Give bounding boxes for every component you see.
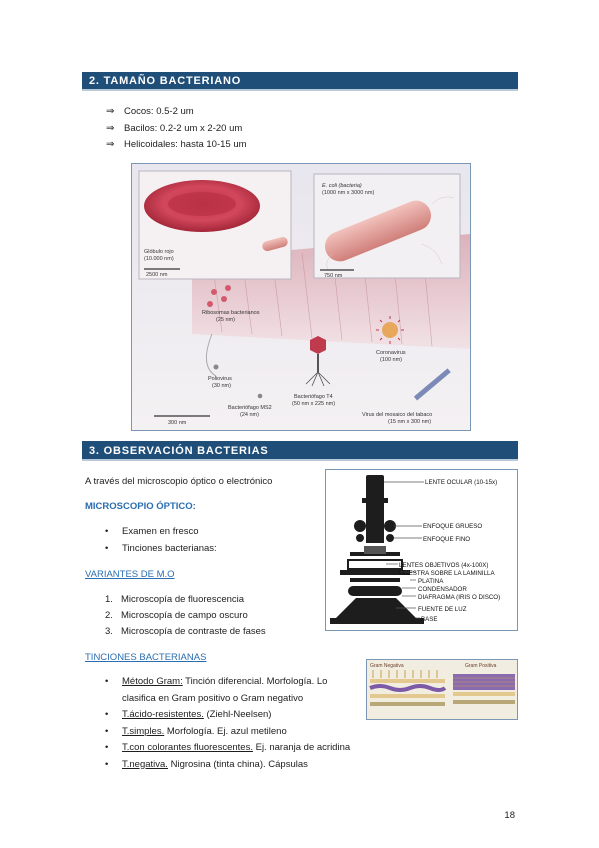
scale-3: 300 nm <box>168 420 187 426</box>
bullet-icon: • <box>105 676 109 687</box>
optico-heading: MICROSCOPIO ÓPTICO: <box>85 501 196 512</box>
label-globulo-size: (10.000 nm) <box>144 256 174 262</box>
label-muestra: MUESTRA SOBRE LA LAMINILLA <box>399 570 495 577</box>
list-item: •Examen en fresco <box>102 524 217 541</box>
label-corona: Coronavirus <box>376 350 406 356</box>
label-diafragma: DIAFRAGMA (IRIS O DISCO) <box>418 594 500 601</box>
list-item: 1.Microscopía de fluorescencia <box>105 594 245 605</box>
label-t4: Bacteriófago T4 <box>294 394 333 400</box>
label-platina: PLATINA <box>418 578 444 585</box>
label-enfoque-grueso: ENFOQUE GRUESO <box>423 523 482 530</box>
arrow-icon: ⇒ <box>106 122 115 134</box>
label-enfoque-fino: ENFOQUE FINO <box>423 536 470 543</box>
label-ribosomas-size: (25 nm) <box>216 317 235 323</box>
list-item-continuation: clasifica en Gram positivo o Gram negati… <box>122 692 304 704</box>
list-item: 3.Microscopía de contraste de fases <box>105 626 266 637</box>
list-item: 2.Microscopía de campo oscuro <box>105 610 248 621</box>
label-lentes-objetivos: LENTES OBJETIVOS (4x-100X) <box>399 562 488 569</box>
scale-1: 2500 nm <box>146 272 168 278</box>
list-item: ⇒Helicoidales: hasta 10-15 um <box>106 137 247 154</box>
gram-positive-label: Gram Positiva <box>465 663 497 669</box>
size-comparison-figure: Glóbulo rojo (10.000 nm) 2500 nm E. coli… <box>131 163 471 431</box>
label-tabaco: Virus del mosaico del tabaco <box>362 412 432 418</box>
label-globulo: Glóbulo rojo <box>144 249 174 255</box>
label-ecoli-size: (1000 nm x 3000 nm) <box>322 190 374 196</box>
microscope-diagram: LENTE OCULAR (10-15x) ENFOQUE GRUESO ENF… <box>330 475 500 624</box>
variantes-heading[interactable]: VARIANTES DE M.O <box>85 569 175 580</box>
bullet-icon: • <box>105 742 109 753</box>
tinciones-heading[interactable]: TINCIONES BACTERIANAS <box>85 652 207 663</box>
label-fuente-luz: FUENTE DE LUZ <box>418 606 467 613</box>
list-item: •T.simples. Morfología. Ej. azul metilen… <box>102 724 372 741</box>
variantes-list: 1.Microscopía de fluorescencia 2.Microsc… <box>105 592 266 640</box>
list-item: •T.negativa. Nigrosina (tinta china). Cá… <box>102 757 372 774</box>
list-item: •T.ácido-resistentes. (Ziehl-Neelsen) <box>102 707 372 724</box>
gram-figure: Gram Negativa Gram Positiva <box>366 659 518 720</box>
label-ms2: Bacteriófago MS2 <box>228 405 272 411</box>
arrow-icon: ⇒ <box>106 106 115 117</box>
list-item: •Tinciones bacterianas: <box>102 541 217 558</box>
gram-negative-label: Gram Negativa <box>370 663 404 669</box>
section-3-banner: 3. OBSERVACIÓN BACTERIAS <box>82 441 518 461</box>
microscope-figure: LENTE OCULAR (10-15x) ENFOQUE GRUESO ENF… <box>325 469 518 631</box>
page-number: 18 <box>504 810 515 821</box>
section-3-title: 3. OBSERVACIÓN BACTERIAS <box>89 445 269 457</box>
label-lente-ocular: LENTE OCULAR (10-15x) <box>425 479 497 486</box>
label-t4-size: (50 nm x 225 nm) <box>292 401 335 407</box>
tinciones-list: •Método Gram: Tinción diferencial. Morfo… <box>102 674 372 773</box>
size-comparison-illustration: Glóbulo rojo (10.000 nm) 2500 nm E. coli… <box>132 164 470 430</box>
bullet-icon: • <box>105 758 109 770</box>
optico-list: •Examen en fresco •Tinciones bacterianas… <box>102 524 217 557</box>
gram-illustration: Gram Negativa Gram Positiva <box>367 660 517 719</box>
scale-2: 750 nm <box>324 273 343 279</box>
arrow-icon: ⇒ <box>106 139 115 150</box>
section-2-title: 2. TAMAÑO BACTERIANO <box>89 75 242 87</box>
section-2-banner: 2. TAMAÑO BACTERIANO <box>82 72 518 91</box>
bullet-icon: • <box>105 709 109 720</box>
bullet-icon: • <box>105 542 109 554</box>
label-ecoli: E. coli (bacteria) <box>322 183 362 189</box>
label-ribosomas: Ribosomas bacterianos <box>202 310 260 316</box>
label-polio-size: (30 nm) <box>212 383 231 389</box>
label-condensador: CONDENSADOR <box>418 586 467 593</box>
bullet-icon: • <box>105 526 109 537</box>
label-tabaco-size: (15 nm x 300 nm) <box>388 419 431 425</box>
label-ms2-size: (24 nm) <box>240 412 259 418</box>
size-list: ⇒Cocos: 0.5-2 um ⇒Bacilos: 0.2-2 um x 2-… <box>106 104 247 154</box>
label-corona-size: (100 nm) <box>380 357 402 363</box>
list-item: •Método Gram: Tinción diferencial. Morfo… <box>102 674 372 691</box>
list-item: ⇒Cocos: 0.5-2 um <box>106 104 247 121</box>
list-item: ⇒Bacilos: 0.2-2 um x 2-20 um <box>106 121 247 138</box>
label-polio: Poliovirus <box>208 376 232 382</box>
section-3-intro: A través del microscopio óptico o electr… <box>85 476 273 487</box>
label-base: BASE <box>421 616 438 623</box>
bullet-icon: • <box>105 725 109 737</box>
list-item: •T.con colorantes fluorescentes. Ej. nar… <box>102 740 372 757</box>
